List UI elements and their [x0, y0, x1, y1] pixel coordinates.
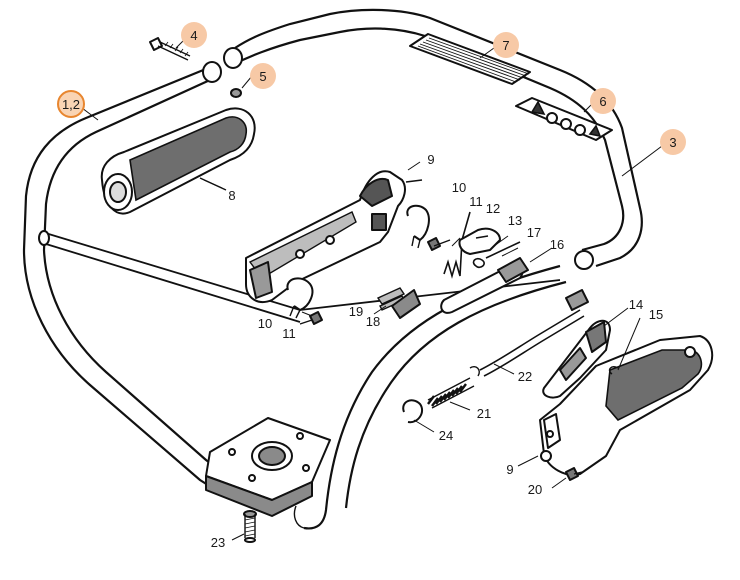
callout-5[interactable]: 5	[250, 63, 276, 89]
callout-7[interactable]: 7	[493, 32, 519, 58]
part-labels: 8 9 10 11 12 13 17 16 10 11 19 18 14 15 …	[211, 152, 663, 550]
clip-part-24	[402, 399, 424, 424]
label-16[interactable]: 16	[550, 237, 564, 252]
label-11-lower[interactable]: 11	[282, 326, 296, 341]
label-8[interactable]: 8	[228, 188, 235, 203]
label-23[interactable]: 23	[211, 535, 225, 550]
callout-6-circle	[590, 88, 616, 114]
label-15[interactable]: 15	[649, 307, 663, 322]
label-19[interactable]: 19	[349, 304, 363, 319]
label-24[interactable]: 24	[439, 428, 453, 443]
cable-part-22	[469, 289, 589, 377]
label-20[interactable]: 20	[528, 482, 542, 497]
label-10-lower[interactable]: 10	[258, 316, 272, 331]
callout-3-circle	[660, 129, 686, 155]
label-plate-part-7	[409, 33, 531, 85]
callout-4-circle	[181, 22, 207, 48]
clamp-part-10-upper	[406, 204, 451, 251]
nut-part-5	[230, 88, 242, 98]
callout-1-2-text: 1,2	[62, 97, 80, 112]
parts-18-19	[376, 287, 421, 319]
callout-6-text: 6	[599, 94, 606, 109]
leader-lines	[81, 39, 663, 541]
label-9-lower[interactable]: 9	[506, 462, 513, 477]
callout-6[interactable]: 6	[590, 88, 616, 114]
callout-7-circle	[493, 32, 519, 58]
callout-3[interactable]: 3	[660, 129, 686, 155]
warning-label-part-6	[515, 97, 613, 141]
callout-7-text: 7	[502, 38, 509, 53]
callout-3-text: 3	[669, 135, 676, 150]
housing-part-9-top	[245, 170, 423, 303]
callout-1-2[interactable]: 1,2	[57, 90, 85, 118]
lever-part-14	[542, 319, 611, 399]
callout-4-text: 4	[190, 28, 197, 43]
housing-part-9-lower	[539, 335, 714, 481]
spring-part-17	[472, 241, 521, 269]
label-18[interactable]: 18	[366, 314, 380, 329]
label-12[interactable]: 12	[486, 201, 500, 216]
label-17[interactable]: 17	[527, 225, 541, 240]
grip-part-8	[100, 107, 256, 215]
clamp-part-10-lower	[286, 277, 323, 325]
callout-1-2-circle	[57, 90, 85, 118]
trigger-part-13	[458, 227, 501, 255]
screw-part-4	[149, 37, 191, 61]
label-21[interactable]: 21	[477, 406, 491, 421]
callout-5-circle	[250, 63, 276, 89]
label-11-upper[interactable]: 11	[469, 194, 483, 209]
label-13[interactable]: 13	[508, 213, 522, 228]
callout-5-text: 5	[259, 69, 266, 84]
label-10-upper[interactable]: 10	[452, 180, 466, 195]
callout-4[interactable]: 4	[181, 22, 207, 48]
throttle-rod-part-16	[440, 257, 529, 314]
label-22[interactable]: 22	[518, 369, 532, 384]
label-14[interactable]: 14	[629, 297, 643, 312]
label-9-upper[interactable]: 9	[427, 152, 434, 167]
bolt-part-23	[243, 510, 257, 543]
spring-part-21	[427, 377, 475, 409]
